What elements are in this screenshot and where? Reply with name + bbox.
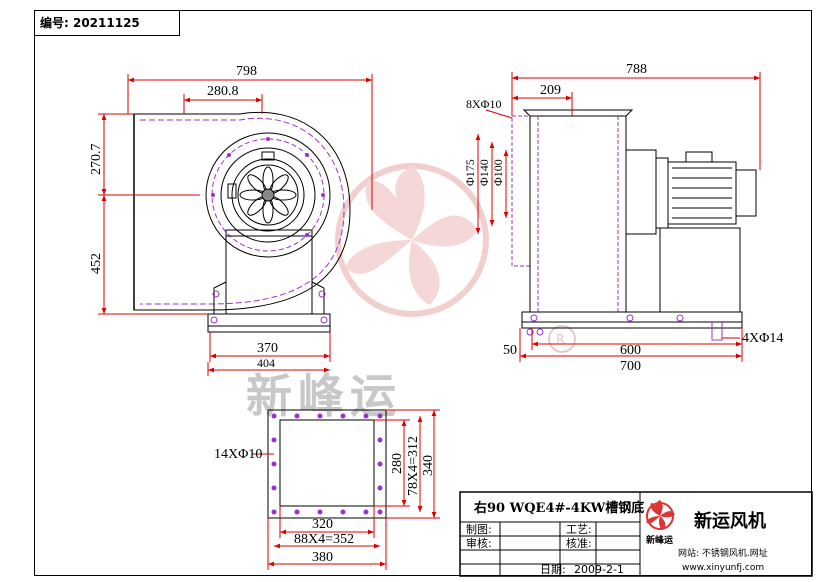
watermark-logo: R	[335, 163, 576, 353]
drawing-frame	[34, 10, 812, 576]
dim-flange-outer-w: 380	[312, 550, 333, 565]
company-logo	[646, 500, 675, 530]
dim-flange-outer-h: 340	[421, 455, 436, 476]
dim-outlet-offset: 280.8	[207, 84, 239, 99]
side-view	[511, 109, 757, 341]
dim-d175: Φ175	[463, 159, 477, 186]
registered-mark: R	[556, 333, 565, 348]
date-value: 2009-2-1	[574, 563, 624, 576]
company-logo-text: 新峰运	[646, 534, 674, 546]
dim-front-base-outer: 404	[257, 356, 275, 370]
label-date: 日期:	[540, 563, 566, 576]
dim-bolt-holes: 8XΦ10	[466, 97, 501, 111]
dim-flange-inner-h: 280	[390, 453, 405, 474]
front-dimensions	[98, 74, 373, 376]
side-dimensions	[475, 72, 761, 362]
flange-dimensions	[252, 409, 440, 570]
dim-front-base-inner: 370	[257, 341, 278, 356]
company-name: 新运风机	[694, 510, 766, 532]
label-check: 核准:	[566, 536, 592, 550]
dim-foot-holes: 4XΦ14	[742, 331, 783, 346]
drawing-code: 编号: 20211125	[34, 10, 180, 36]
dim-flange-pitch-w: 88X4=352	[294, 532, 354, 547]
dim-base-offset: 50	[503, 343, 517, 358]
dim-center-height: 452	[89, 253, 104, 274]
label-drawn: 制图:	[466, 523, 492, 536]
model-title: 右90 WQE4#-4KW槽钢底	[473, 500, 644, 516]
website-label: 网站: 不锈钢风机.网址	[678, 547, 768, 559]
website-url: www.xinyunfj.com	[682, 563, 764, 573]
front-view	[133, 111, 351, 333]
dim-flange-depth: 209	[540, 83, 561, 98]
dim-side-base-inner: 600	[620, 343, 641, 358]
outlet-flange	[267, 409, 387, 519]
label-process: 工艺:	[566, 523, 592, 536]
title-block	[459, 491, 813, 577]
dim-d140: Φ140	[477, 159, 491, 186]
dim-flange-holes: 14XΦ10	[214, 447, 262, 462]
label-review: 审核:	[466, 536, 492, 550]
dim-overall-width: 798	[236, 64, 257, 79]
dim-d100: Φ100	[491, 159, 505, 186]
dim-flange-inner-w: 320	[312, 517, 333, 532]
dim-side-base-outer: 700	[620, 359, 641, 374]
dim-flange-pitch-h: 78X4=312	[406, 436, 421, 496]
dim-side-length: 788	[626, 62, 647, 77]
dim-top-height: 270.7	[89, 144, 104, 176]
